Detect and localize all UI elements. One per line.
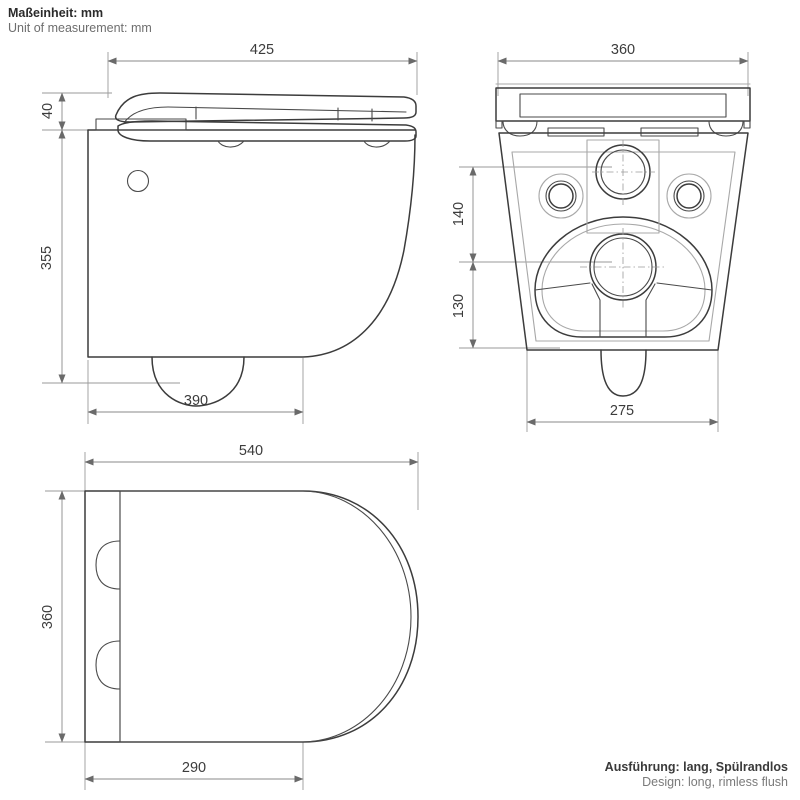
- dim-label-40: 40: [40, 103, 56, 119]
- dim-side-projection: 390: [87, 358, 304, 424]
- design-note: Ausführung: lang, Spülrandlos Design: lo…: [605, 760, 788, 791]
- dim-plan-fixing: 290: [84, 742, 304, 790]
- dim-label-360-front: 360: [611, 42, 635, 58]
- front-elevation-view: 360 140 130 275: [451, 42, 751, 432]
- dim-front-bottom-width: 275: [526, 350, 719, 432]
- dim-side-length: 425: [107, 42, 418, 98]
- dim-label-540: 540: [239, 443, 263, 459]
- dim-label-140: 140: [451, 202, 467, 226]
- dim-plan-length: 540: [84, 443, 419, 510]
- dim-seat-height: 40: [40, 92, 112, 131]
- design-note-de: Ausführung: lang, Spülrandlos: [604, 759, 788, 774]
- unit-note-en: Unit of measurement: mm: [8, 21, 152, 36]
- dim-label-425: 425: [250, 42, 274, 58]
- dim-front-upper: 140: [451, 166, 612, 263]
- dim-label-275: 275: [610, 403, 634, 419]
- dim-front-lower: 130: [451, 261, 560, 349]
- plan-view: 540 360 290: [40, 443, 419, 790]
- side-elevation-view: 425 40 355 390: [39, 42, 418, 424]
- unit-note-de: Maßeinheit: mm: [8, 6, 104, 20]
- design-note-en: Design: long, rimless flush: [642, 774, 788, 789]
- dim-bowl-height: 355: [39, 129, 180, 384]
- dim-label-130: 130: [451, 294, 467, 318]
- unit-of-measurement-note: Maßeinheit: mm Unit of measurement: mm: [8, 6, 152, 37]
- dim-label-360-plan: 360: [40, 605, 56, 629]
- dim-plan-width: 360: [40, 490, 100, 743]
- dim-label-355: 355: [39, 246, 55, 270]
- side-view-hole: [126, 169, 150, 193]
- dim-label-290: 290: [182, 760, 206, 776]
